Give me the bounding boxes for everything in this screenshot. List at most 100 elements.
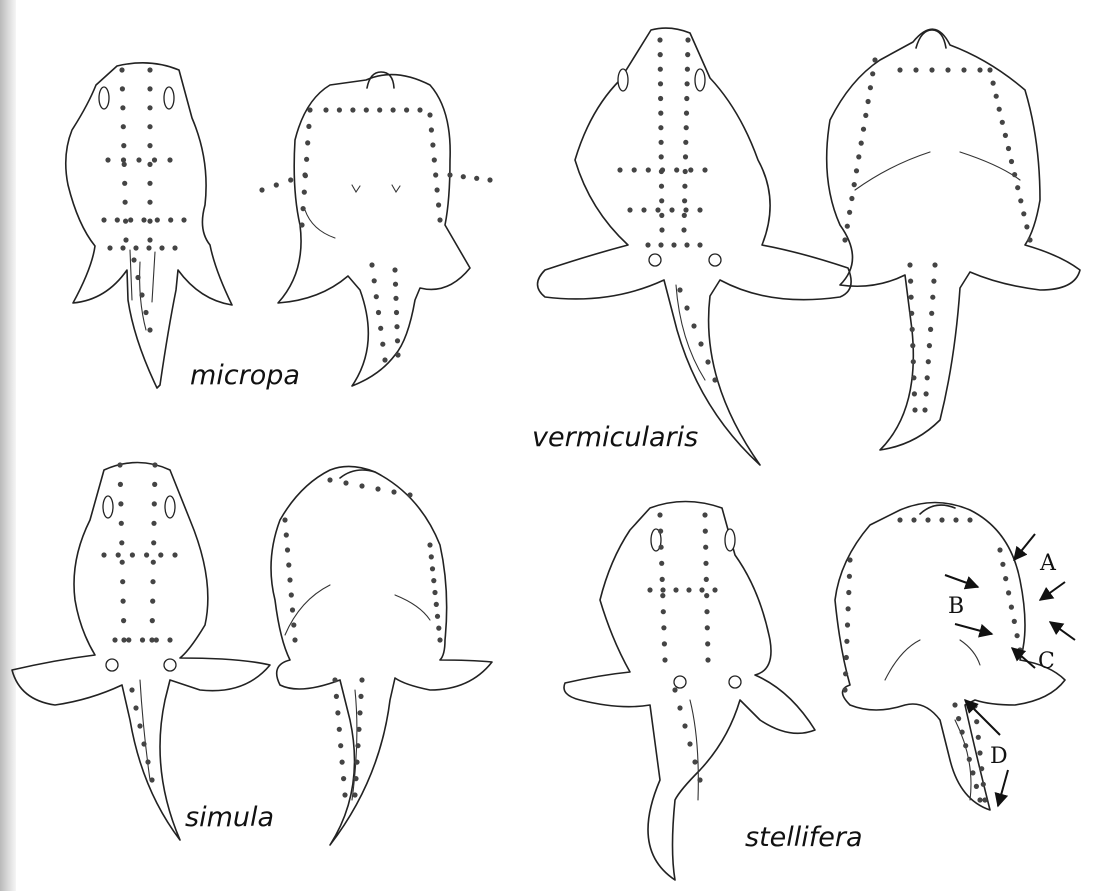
papilla-dot <box>150 618 155 623</box>
papilla-dot <box>147 327 152 332</box>
papilla-dot <box>909 311 914 316</box>
papilla-dot <box>685 67 690 72</box>
papilla-dot <box>1017 647 1022 652</box>
papilla-dot <box>911 359 916 364</box>
papilla-dot <box>659 213 664 218</box>
papilla-dot <box>150 579 155 584</box>
papilla-dot <box>120 579 125 584</box>
papilla-dot <box>145 759 150 764</box>
papilla-dot <box>659 227 664 232</box>
papilla-dot <box>683 140 688 145</box>
papilla-dot <box>307 107 312 112</box>
papilla-dot <box>149 777 154 782</box>
papilla-dot <box>395 352 400 357</box>
papilla-dot <box>1006 146 1011 151</box>
papilla-dot <box>131 257 136 262</box>
papilla-dot <box>120 245 125 250</box>
papilla-dot <box>930 295 935 300</box>
papilla-dot <box>688 167 693 172</box>
papilla-dot <box>912 391 917 396</box>
papilla-dot <box>282 517 287 522</box>
papilla-dot <box>376 310 381 315</box>
papilla-dot <box>158 552 163 557</box>
micropa-dorsal-view <box>66 63 232 388</box>
annotation-letter-b: B <box>948 594 964 619</box>
papilla-dot <box>299 222 304 227</box>
papilla-dot <box>121 143 126 148</box>
papilla-dot <box>126 637 131 642</box>
papilla-dot <box>846 606 851 611</box>
papilla-dot <box>154 637 159 642</box>
papilla-dot <box>1009 605 1014 610</box>
vermicularis-label: vermicularis <box>532 422 698 453</box>
papilla-dot <box>967 757 972 762</box>
papilla-dot <box>274 182 279 187</box>
papilla-dot <box>997 547 1002 552</box>
papilla-dot <box>112 637 117 642</box>
papilla-dot <box>977 797 982 802</box>
papilla-dot <box>657 37 662 42</box>
papilla-dot <box>847 574 852 579</box>
papilla-dot <box>994 94 999 99</box>
papilla-dot <box>866 99 871 104</box>
papilla-dot <box>353 776 358 781</box>
papilla-dot <box>847 557 852 562</box>
papilla-dot <box>859 141 864 146</box>
papilla-dot <box>437 637 442 642</box>
papilla-dot <box>302 190 307 195</box>
stellifera-ventral-view <box>835 503 1065 811</box>
papilla-dot <box>953 517 958 522</box>
papilla-dot <box>181 217 186 222</box>
papilla-dot <box>852 182 857 187</box>
papilla-dot <box>140 637 145 642</box>
papilla-dot <box>684 96 689 101</box>
papilla-dot <box>172 245 177 250</box>
papilla-dot <box>427 542 432 547</box>
papilla-dot <box>461 174 466 179</box>
papilla-dot <box>659 140 664 145</box>
papilla-dot <box>391 107 396 112</box>
papilla-dot <box>474 176 479 181</box>
papilla-dot <box>684 125 689 130</box>
papilla-dot <box>658 81 663 86</box>
papilla-dot <box>141 217 146 222</box>
papilla-dot <box>447 172 452 177</box>
papilla-dot <box>337 727 342 732</box>
papilla-dot <box>343 480 348 485</box>
papilla-dot <box>863 113 868 118</box>
papilla-dot <box>291 622 296 627</box>
papilla-dot <box>118 482 123 487</box>
papilla-dot <box>147 237 152 242</box>
micropa-label: micropa <box>190 360 300 391</box>
papilla-dot <box>977 67 982 72</box>
papilla-dot <box>301 206 306 211</box>
papilla-dot <box>982 797 987 802</box>
papilla-dot <box>699 587 704 592</box>
papilla-dot <box>285 547 290 552</box>
papilla-dot <box>121 618 126 623</box>
papilla-dot <box>159 245 164 250</box>
papilla-dot <box>945 67 950 72</box>
papilla-dot <box>844 655 849 660</box>
papilla-dot <box>147 200 152 205</box>
papilla-dot <box>1000 120 1005 125</box>
papilla-dot <box>697 207 702 212</box>
papilla-dot <box>641 207 646 212</box>
papilla-dot <box>143 310 148 315</box>
papilla-dot <box>927 343 932 348</box>
papilla-dot <box>435 187 440 192</box>
papilla-dot <box>306 124 311 129</box>
papilla-dot <box>677 705 682 710</box>
papilla-dot <box>147 162 152 167</box>
papilla-dot <box>910 327 915 332</box>
papilla-dot <box>147 67 152 72</box>
papilla-dot <box>137 723 142 728</box>
papilla-dot <box>658 242 663 247</box>
papilla-dot <box>658 125 663 130</box>
papilla-dot <box>659 154 664 159</box>
papilla-dot <box>117 462 122 467</box>
papilla-dot <box>897 517 902 522</box>
papilla-dot <box>910 343 915 348</box>
papilla-dot <box>437 217 442 222</box>
papilla-dot <box>674 167 679 172</box>
